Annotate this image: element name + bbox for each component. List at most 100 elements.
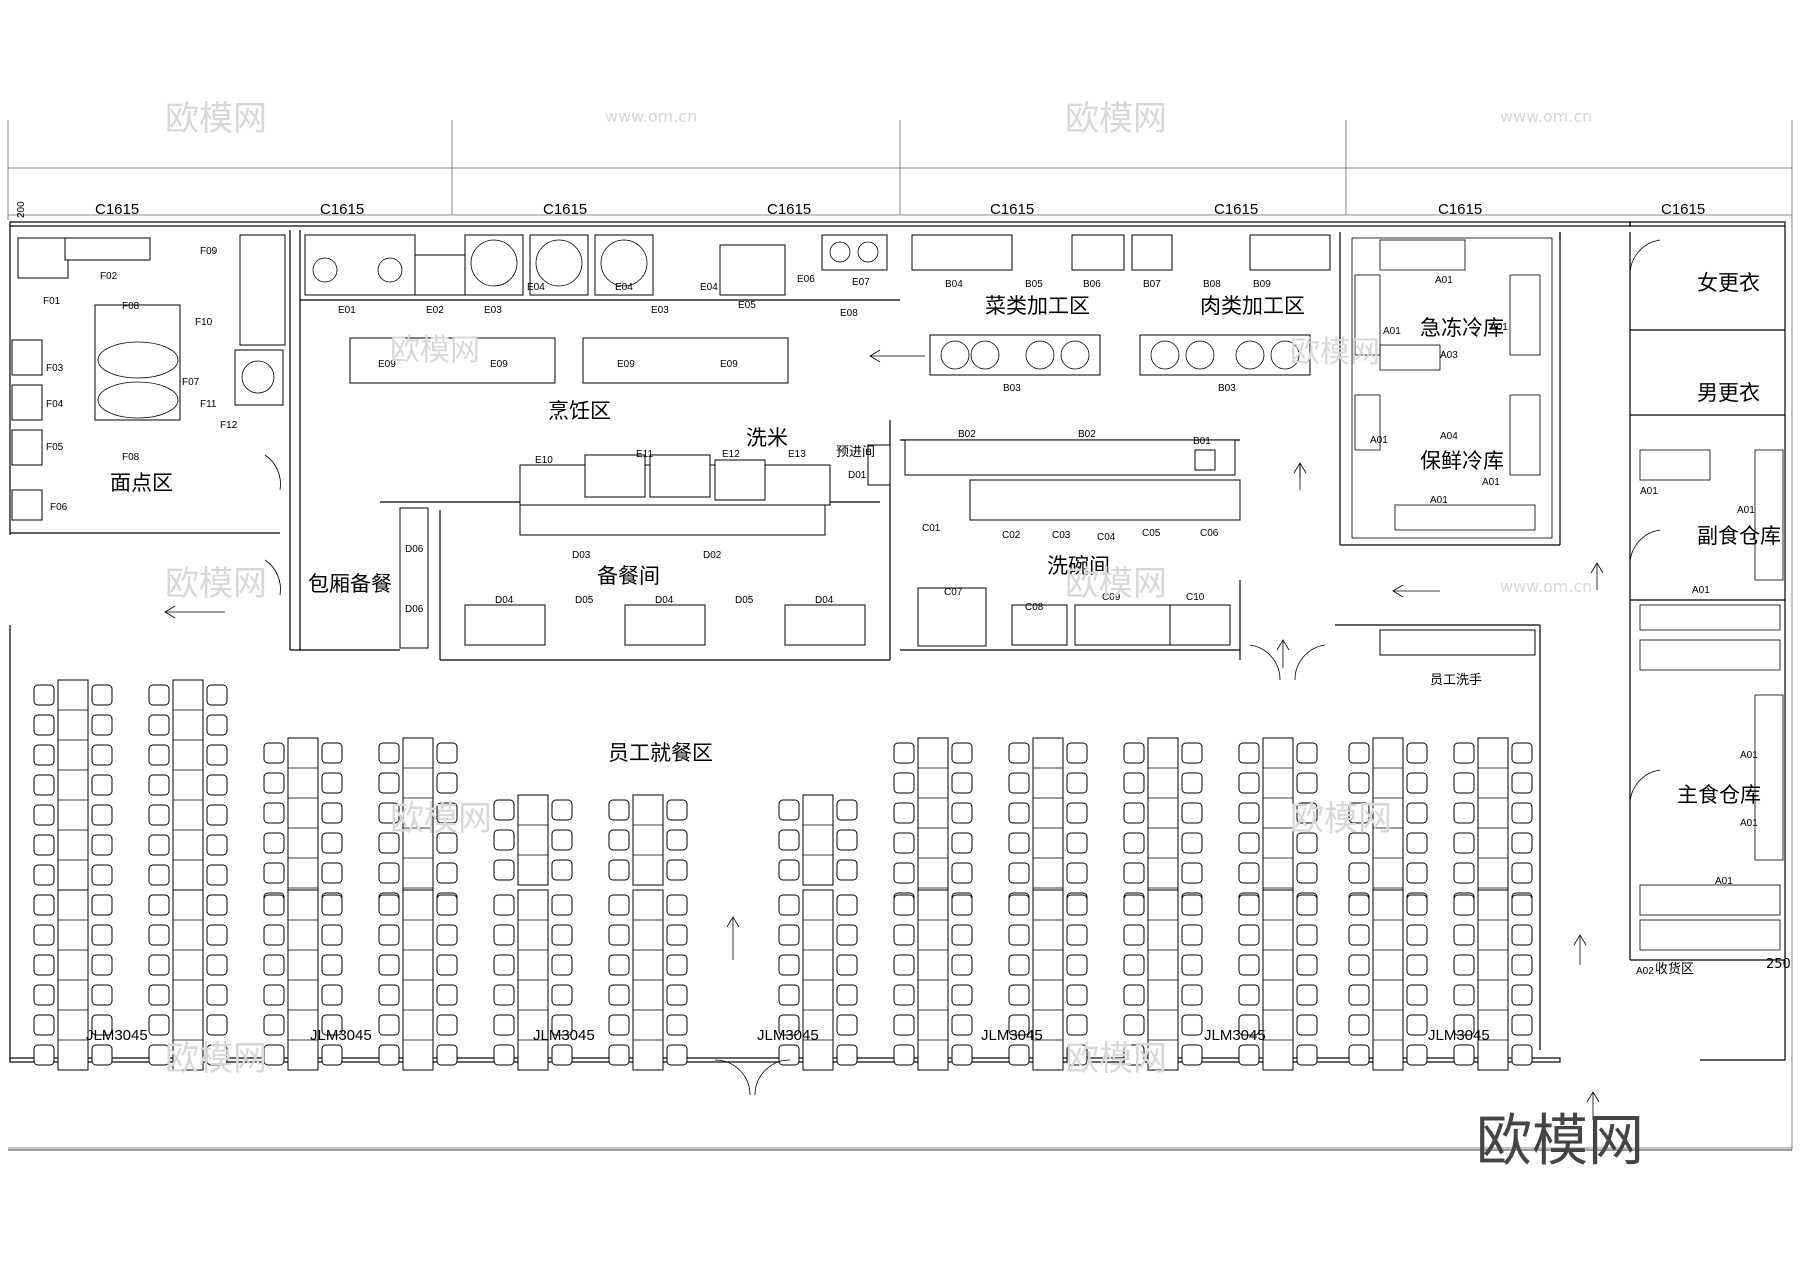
svg-text:欧模网: 欧模网	[1290, 335, 1380, 370]
code-b03-b: B03	[1218, 383, 1236, 394]
code-b01: B01	[1193, 436, 1211, 447]
code-e05: E05	[738, 300, 756, 311]
dining-table-set	[1123, 889, 1203, 1071]
window-label: JLM3045	[86, 1027, 148, 1044]
room-pre-room: 预进间	[836, 445, 875, 460]
svg-text:www.om.cn: www.om.cn	[1500, 577, 1592, 596]
code-d06: D06	[405, 544, 424, 555]
code-a02: A02	[1636, 966, 1654, 977]
code-a01-k: A01	[1740, 818, 1758, 829]
code-b05: B05	[1025, 279, 1043, 290]
code-f07: F07	[182, 377, 200, 388]
code-f03: F03	[46, 363, 64, 374]
code-c04: C04	[1097, 532, 1116, 543]
code-f06: F06	[50, 502, 68, 513]
code-a01: A01	[1435, 275, 1453, 286]
room-male-locker: 男更衣	[1697, 381, 1760, 405]
code-f05: F05	[46, 442, 64, 453]
code-a01-c: A01	[1490, 322, 1508, 333]
code-e09: E09	[378, 359, 396, 370]
dining-table-set	[1238, 889, 1318, 1071]
code-d04-b: D04	[655, 595, 674, 606]
code-f02: F02	[100, 271, 118, 282]
code-d04: D04	[495, 595, 514, 606]
pastry-equipment	[11, 234, 286, 521]
room-female-locker: 女更衣	[1697, 271, 1760, 295]
cooking-line	[304, 234, 888, 384]
svg-text:欧模网: 欧模网	[165, 99, 267, 139]
code-a04: A04	[1440, 431, 1458, 442]
room-meat-processing: 肉类加工区	[1200, 294, 1305, 318]
window-label: JLM3045	[757, 1027, 819, 1044]
code-a01-h: A01	[1737, 505, 1755, 516]
dining-table-set	[1123, 737, 1203, 919]
dining-table-set	[1453, 737, 1533, 919]
room-staff-dining: 员工就餐区	[608, 741, 713, 765]
code-c09: C09	[1102, 592, 1121, 603]
code-b04: B04	[945, 279, 963, 290]
code-f12: F12	[220, 420, 238, 431]
dining-table-set	[608, 889, 688, 1071]
code-c08: C08	[1025, 602, 1044, 613]
code-e09-b: E09	[490, 359, 508, 370]
code-e04-c: E04	[700, 282, 718, 293]
room-cooking: 烹饪区	[548, 399, 611, 423]
window-label: C1615	[1661, 201, 1705, 218]
code-e06: E06	[797, 274, 815, 285]
room-labels: 面点区 烹饪区 洗米 预进间 菜类加工区 肉类加工区 急冻冷库 保鲜冷库 女更衣…	[110, 271, 1781, 977]
svg-text:欧模网: 欧模网	[390, 799, 492, 839]
code-c03: C03	[1052, 530, 1071, 541]
dining-table-set	[493, 889, 573, 1071]
brand-logo: 欧模网	[1476, 1109, 1644, 1174]
dining-table-set	[778, 889, 858, 1071]
code-c07: C07	[944, 587, 963, 598]
svg-text:欧模网: 欧模网	[1290, 799, 1392, 839]
window-label: JLM3045	[533, 1027, 595, 1044]
code-e01: E01	[338, 305, 356, 316]
svg-text:欧模网: 欧模网	[1065, 99, 1167, 139]
bottom-windows: JLM3045 JLM3045 JLM3045 JLM3045 JLM3045 …	[86, 1027, 1490, 1044]
window-label: C1615	[95, 201, 139, 218]
svg-text:www.om.cn: www.om.cn	[1500, 107, 1592, 126]
code-a01-b: A01	[1383, 326, 1401, 337]
svg-text:欧模网: 欧模网	[1065, 564, 1167, 604]
code-e12: E12	[722, 449, 740, 460]
code-a01-j: A01	[1740, 750, 1758, 761]
dining-table-set	[148, 679, 228, 921]
room-rice-wash: 洗米	[746, 426, 788, 450]
structural-grid	[7, 120, 1793, 1150]
dining-table-set	[893, 737, 973, 919]
top-windows: C1615 C1615 C1615 C1615 C1615 C1615 C161…	[95, 201, 1705, 218]
dimension-label: 200	[16, 201, 27, 218]
code-d06-b: D06	[405, 604, 424, 615]
room-dishwashing: 洗碗间	[1047, 554, 1110, 578]
dining-table-set	[1008, 889, 1088, 1071]
code-a01-d: A01	[1370, 435, 1388, 446]
room-staff-handwash: 员工洗手	[1430, 673, 1482, 688]
svg-text:欧模网: 欧模网	[165, 564, 267, 604]
code-f08-b: F08	[122, 452, 140, 463]
code-c02: C02	[1002, 530, 1021, 541]
window-label: JLM3045	[310, 1027, 372, 1044]
code-e13: E13	[788, 449, 806, 460]
dining-table-set	[608, 794, 688, 886]
room-receiving: 收货区	[1655, 961, 1694, 977]
dining-table-set	[778, 794, 858, 886]
cold-room-shelving	[1351, 237, 1553, 539]
code-b08: B08	[1203, 279, 1221, 290]
window-label: C1615	[990, 201, 1034, 218]
flow-arrows	[164, 349, 1604, 1120]
dishwashing-equipment	[917, 587, 1536, 656]
svg-text:欧模网: 欧模网	[1065, 1039, 1167, 1079]
window-label: C1615	[767, 201, 811, 218]
window-label: JLM3045	[1204, 1027, 1266, 1044]
code-f09: F09	[200, 246, 218, 257]
code-b02-b: B02	[1078, 429, 1096, 440]
dining-table-set	[263, 737, 343, 919]
dining-table-set	[1348, 889, 1428, 1071]
dining-table-set	[33, 679, 113, 921]
dining-table-set	[378, 737, 458, 919]
code-e08: E08	[840, 308, 858, 319]
code-a01-e: A01	[1482, 477, 1500, 488]
